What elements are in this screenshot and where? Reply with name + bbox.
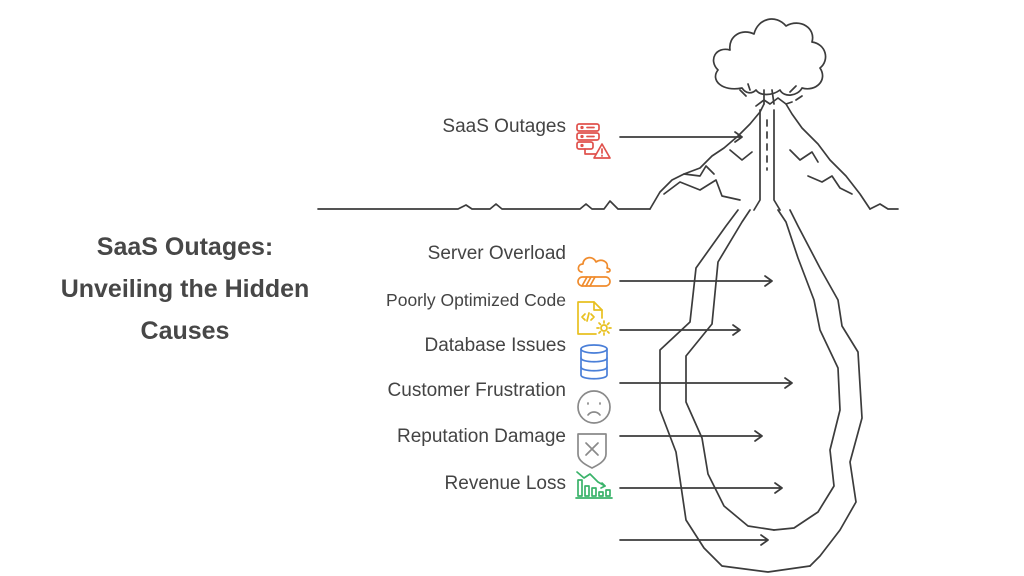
shaft-outer-right (789, 209, 863, 567)
label-saas-outages: SaaS Outages (442, 116, 566, 137)
shaft-inner-left (685, 209, 775, 531)
database-icon (574, 342, 614, 382)
arrow-poorly-optimized-code (619, 324, 741, 336)
ground-line (317, 200, 899, 210)
cloud-overload-icon (574, 252, 614, 292)
diagram-title: SaaS Outages: Unveiling the Hidden Cause… (20, 226, 350, 352)
lava-splash (739, 83, 803, 101)
arrow-reputation-damage (619, 482, 783, 494)
server-warning-icon (574, 120, 614, 160)
shield-x-icon (574, 430, 614, 470)
vent-right (773, 109, 781, 211)
label-server-overload: Server Overload (427, 243, 566, 264)
label-database-issues: Database Issues (424, 335, 566, 356)
shaft-inner-right (773, 209, 841, 531)
volcano-ridge-right (789, 149, 853, 195)
title-line-1: SaaS Outages: (96, 233, 274, 261)
cloud-stem (763, 89, 775, 105)
arrow-database-issues (619, 377, 793, 389)
title-line-3: Causes (140, 317, 230, 345)
title-line-2: Unveiling the Hidden (60, 275, 310, 303)
frown-face-icon (574, 387, 614, 427)
volcano-ridge-left (663, 149, 753, 201)
label-poorly-optimized-code: Poorly Optimized Code (386, 290, 566, 310)
vent-left (753, 109, 761, 211)
shaft-outer-left (659, 209, 811, 573)
arrow-revenue-loss (619, 534, 769, 546)
volcano-outline (649, 103, 871, 210)
connector-arrows (619, 131, 793, 546)
chart-down-icon (574, 464, 614, 504)
label-customer-frustration: Customer Frustration (387, 380, 566, 401)
label-revenue-loss: Revenue Loss (444, 473, 566, 494)
arrow-customer-frustration (619, 430, 763, 442)
arrow-saas-outages (619, 131, 743, 143)
code-gear-icon (574, 298, 614, 338)
eruption-cloud (712, 18, 827, 96)
arrow-server-overload (619, 275, 773, 287)
label-reputation-damage: Reputation Damage (397, 426, 566, 447)
